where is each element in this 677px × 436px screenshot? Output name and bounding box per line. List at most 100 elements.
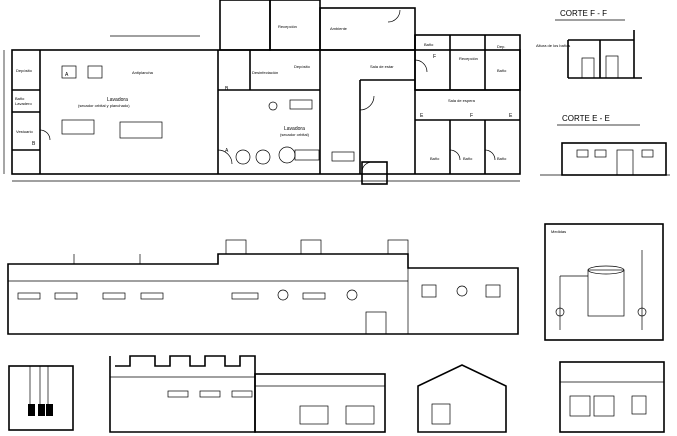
- room-label: Lavadora: [107, 97, 128, 103]
- room-label: Dep.: [497, 44, 505, 49]
- door-swing: [387, 9, 401, 23]
- section-window: [594, 149, 607, 158]
- section-mark: F: [470, 113, 473, 119]
- roof-vent: [300, 239, 322, 255]
- elevation-door: [365, 311, 387, 335]
- plan-entrance: [361, 161, 388, 185]
- equipment-table: [61, 119, 95, 135]
- plan-upper-wing: [319, 7, 416, 51]
- section-mark: E: [420, 113, 424, 119]
- roof-vent: [387, 239, 409, 255]
- door-swing: [449, 149, 461, 161]
- section-window: [576, 149, 589, 158]
- section-ee: CORTE E - E: [540, 114, 670, 176]
- round-window: [277, 289, 289, 301]
- section-mark: B: [32, 141, 36, 147]
- room-label: Recepción: [459, 56, 478, 61]
- tank-body: [587, 269, 625, 317]
- room-label: Lavadero: [15, 101, 32, 106]
- equipment: [569, 395, 591, 417]
- section-window: [641, 149, 654, 158]
- equipment: [299, 405, 329, 425]
- door-swing: [217, 149, 233, 165]
- round-window: [346, 289, 358, 301]
- room-label: Lavadora: [284, 126, 305, 132]
- room-label: Baño: [497, 156, 507, 161]
- room-label: Baño: [430, 156, 440, 161]
- tank-detail: Medidas: [544, 223, 664, 341]
- equipment-washer: [278, 146, 296, 164]
- section-door: [605, 55, 619, 79]
- door-swing: [39, 129, 51, 141]
- elevation-outline: [7, 253, 519, 335]
- equipment-machine: [289, 99, 313, 110]
- bottom-section-2: [109, 355, 386, 433]
- section-door: [616, 149, 634, 176]
- bottom-section-3: [417, 364, 507, 433]
- room-label: Baño: [15, 96, 25, 101]
- section-outline: [8, 365, 74, 431]
- equipment-machine: [294, 149, 320, 161]
- bottom-section-4: [559, 361, 665, 433]
- room-label: Sala de estar: [370, 64, 394, 69]
- section-window: [631, 395, 647, 415]
- section-outline: [254, 373, 386, 433]
- pump: [46, 404, 53, 416]
- tank-top: [587, 265, 625, 275]
- main-elevation: [7, 239, 519, 335]
- pump: [28, 404, 35, 416]
- room-label: Recepción: [278, 24, 297, 29]
- room-label: Baño: [497, 68, 507, 73]
- section-outline: [561, 142, 667, 176]
- room-label: Baño: [424, 42, 434, 47]
- bottom-section-1: [8, 365, 74, 431]
- detail-title: Medidas: [551, 229, 566, 234]
- equipment-washer: [235, 149, 251, 165]
- section-mark: A: [65, 72, 69, 78]
- room-label: Depósito: [16, 68, 33, 73]
- door-swing: [361, 161, 373, 173]
- valve: [637, 307, 647, 317]
- room-label: Baño: [463, 156, 473, 161]
- section-mark: A: [225, 148, 229, 154]
- room-label: Antiplancha: [132, 70, 154, 75]
- equipment-machine: [61, 65, 77, 79]
- floor-plan: Depósito Baño Lavadero Vestuario Lavador…: [3, 0, 521, 185]
- equipment-machine: [331, 151, 355, 162]
- room-label: Vestuario: [16, 129, 33, 134]
- elevation-windows: [17, 284, 501, 300]
- section-door: [431, 403, 451, 425]
- section-title: CORTE E - E: [562, 114, 610, 123]
- room-label: (secador orbital y planchado): [78, 103, 130, 108]
- equipment-washer: [268, 101, 278, 111]
- detail-frame: [544, 223, 664, 341]
- room-label: Desinfectación: [252, 70, 278, 75]
- section-outline: [109, 355, 256, 433]
- section-note: Altura de los baños: [536, 43, 570, 48]
- equipment-table: [119, 121, 163, 139]
- section-mark: E: [509, 113, 513, 119]
- room-label: (secador orbital): [280, 132, 310, 137]
- section-windows: [167, 390, 253, 398]
- door-swing: [359, 95, 375, 111]
- door-swing: [414, 59, 428, 73]
- room-label: Sala de espera: [448, 98, 476, 103]
- section-outline: [559, 361, 665, 433]
- equipment-washer: [255, 149, 271, 165]
- room-label: Ambiente: [330, 26, 348, 31]
- room-label: Depósito: [294, 64, 311, 69]
- plan-upper-wing: [414, 34, 521, 91]
- door-swing: [484, 149, 496, 161]
- valve: [555, 307, 565, 317]
- plan-upper-wing: [219, 0, 271, 51]
- equipment-machine: [87, 65, 103, 79]
- section-title: CORTE F - F: [560, 9, 607, 18]
- section-door: [581, 57, 595, 79]
- roof-vent: [225, 239, 247, 255]
- equipment: [593, 395, 615, 417]
- pump: [38, 404, 45, 416]
- section-mark: B: [225, 86, 229, 92]
- section-ff: CORTE F - F Altura de los baños: [536, 9, 642, 79]
- section-mark: F: [433, 54, 436, 60]
